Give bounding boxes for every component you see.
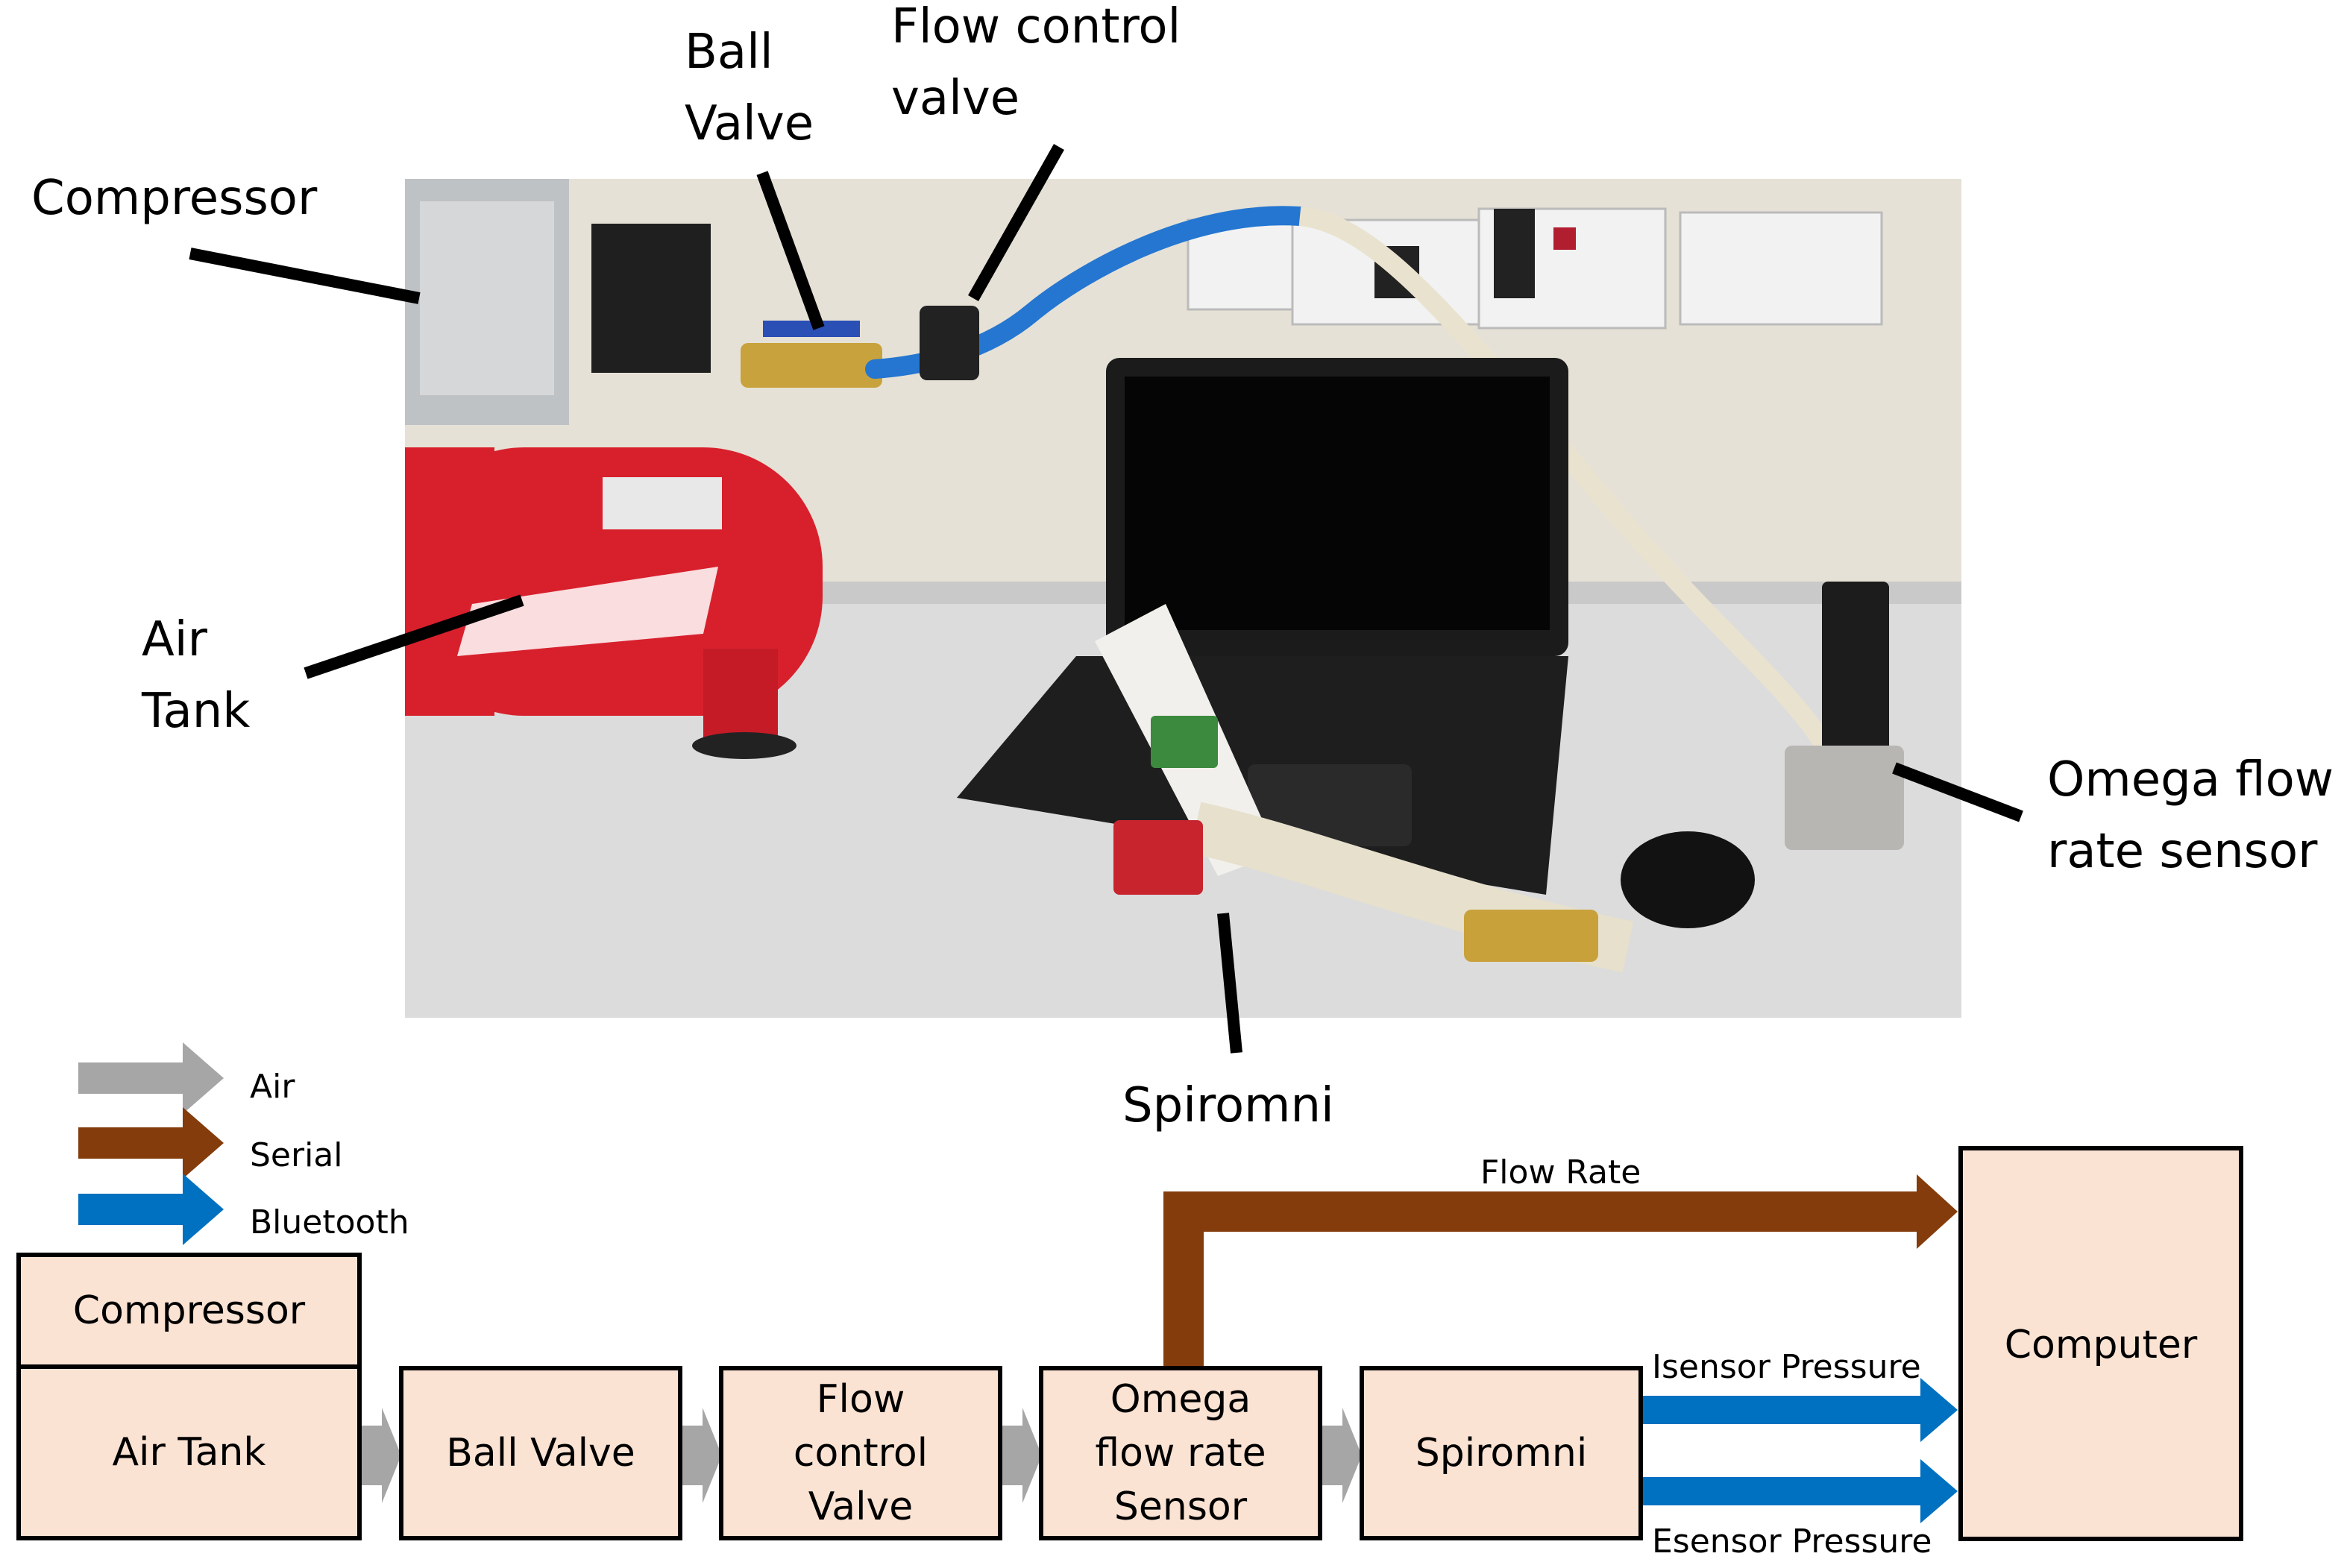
edge-label-isensor-pressure: Isensor Pressure — [1652, 1348, 1921, 1386]
legend-arrow-bluetooth — [78, 1174, 224, 1245]
compressor-callout-line — [189, 248, 421, 304]
block-air-tank: Air Tank — [16, 1364, 362, 1540]
flow-control-valve-callout-line — [968, 144, 1064, 301]
omega-sensor-label: Omega flow rate sensor — [2047, 752, 2334, 879]
omega-sensor-callout-line — [1892, 762, 2023, 822]
air-arrow-tank-to-ball-valve — [359, 1408, 401, 1503]
flow-control-valve-label: Flow control valve — [891, 0, 1181, 126]
ball-valve-callout-line — [756, 171, 825, 330]
block-ball-valve: Ball Valve — [399, 1366, 682, 1540]
setup-photo-illustration — [405, 179, 1961, 1018]
legend-label-bluetooth: Bluetooth — [250, 1203, 409, 1241]
air-tank-callout-line — [304, 594, 524, 679]
block-flow-control-valve: Flow control Valve — [719, 1366, 1002, 1540]
air-arrow-ball-to-flow-valve — [680, 1408, 722, 1503]
bluetooth-esensor-arrow — [1641, 1459, 1958, 1523]
ball-valve-label: Ball Valve — [685, 25, 814, 151]
callout-lines — [189, 144, 2023, 1054]
legend-label-air: Air — [250, 1068, 295, 1106]
air-tank-label: Air Tank — [142, 612, 251, 739]
block-spiromni: Spiromni — [1360, 1366, 1643, 1540]
block-omega-sensor: Omega flow rate Sensor — [1039, 1366, 1322, 1540]
spiromni-label: Spiromni — [1122, 1078, 1334, 1133]
edge-label-esensor-pressure: Esensor Pressure — [1652, 1523, 1932, 1561]
air-arrow-flow-valve-to-omega — [1000, 1408, 1042, 1503]
block-computer: Computer — [1958, 1146, 2243, 1541]
compressor-label: Compressor — [31, 171, 318, 226]
air-arrows — [359, 1408, 1362, 1503]
air-arrow-omega-to-spiromni — [1320, 1408, 1362, 1503]
block-compressor: Compressor — [16, 1253, 362, 1369]
setup-photo — [405, 179, 1961, 1018]
spiromni-callout-line — [1217, 913, 1242, 1054]
edge-label-flow-rate: Flow Rate — [1480, 1153, 1641, 1191]
legend-arrow-air — [78, 1042, 224, 1114]
legend-arrow-serial — [78, 1107, 224, 1179]
bluetooth-isensor-arrow — [1641, 1378, 1958, 1442]
legend-label-serial: Serial — [250, 1136, 343, 1174]
serial-flow-rate-arrow — [1163, 1174, 1958, 1369]
